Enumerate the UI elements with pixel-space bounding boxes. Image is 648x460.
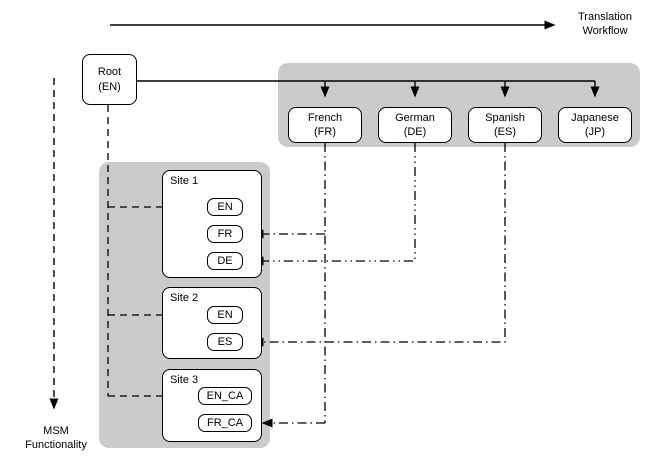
root-label-line2: (EN) xyxy=(98,80,121,93)
language-code: (DE) xyxy=(403,126,427,138)
site1-node-de: DE xyxy=(207,252,243,270)
msm-axis-label-line1: MSM xyxy=(43,425,69,437)
msm-axis-label-line2: Functionality xyxy=(25,438,87,451)
language-node-spanish: Spanish (ES) xyxy=(468,107,542,143)
language-node-japanese: Japanese (JP) xyxy=(558,107,632,143)
language-name: Japanese xyxy=(571,111,619,124)
site1-node-en: EN xyxy=(207,198,243,216)
language-name: French xyxy=(307,111,343,124)
site2-title: Site 2 xyxy=(170,292,199,304)
language-name: Spanish xyxy=(485,111,525,124)
root-label-line1: Root xyxy=(97,66,122,79)
workflow-axis-label-line2: Workflow xyxy=(582,24,628,37)
language-node-french: French (FR) xyxy=(288,107,362,143)
workflow-axis-label-line1: Translation xyxy=(577,11,632,23)
language-code: (JP) xyxy=(584,126,606,138)
msm-axis-label: MSM Functionality xyxy=(10,425,102,453)
language-node-german: German (DE) xyxy=(378,107,452,143)
site3-node-fr-ca: FR_CA xyxy=(198,414,252,432)
language-code: (FR) xyxy=(314,126,336,138)
root-node: Root (EN) xyxy=(82,54,137,105)
site2-node-es: ES xyxy=(207,333,243,351)
site1-node-fr: FR xyxy=(207,225,243,243)
site1-title: Site 1 xyxy=(170,175,199,187)
german-to-site1-de xyxy=(252,143,416,266)
language-code: (ES) xyxy=(493,126,516,138)
site3-title: Site 3 xyxy=(170,374,199,386)
workflow-axis-label: Translation Workflow xyxy=(566,11,644,39)
site3-node-en-ca: EN_CA xyxy=(198,387,252,405)
site2-node-en: EN xyxy=(207,306,243,324)
spanish-to-site2-es xyxy=(252,143,506,347)
language-name: German xyxy=(395,111,435,124)
